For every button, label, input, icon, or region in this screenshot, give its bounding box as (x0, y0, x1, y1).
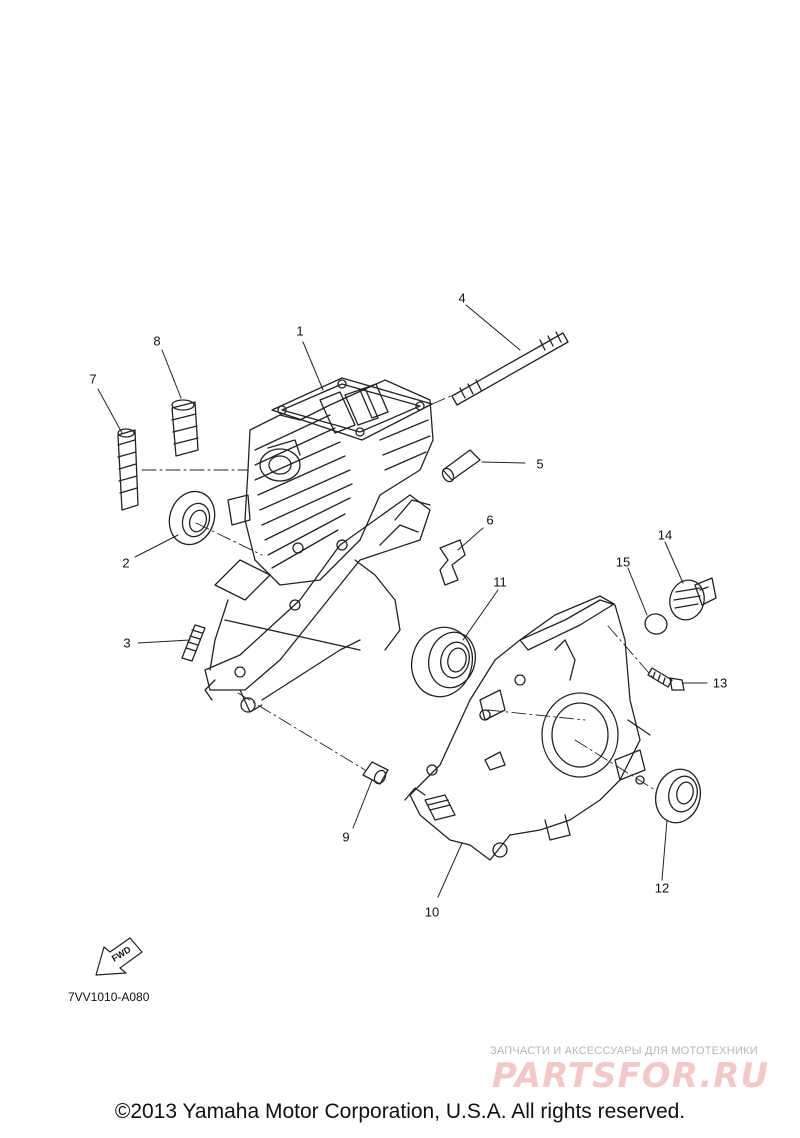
callout-1: 1 (296, 323, 304, 339)
callout-11: 11 (493, 574, 507, 590)
bolt-part-13 (647, 667, 685, 691)
leader-lines (97, 304, 708, 898)
callout-7: 7 (89, 371, 97, 387)
callout-2: 2 (122, 555, 130, 571)
watermark-logo: PARTSFOR.RU (492, 1056, 770, 1096)
callout-9: 9 (342, 829, 350, 845)
fwd-arrow-icon (95, 937, 143, 976)
damper-part-7 (117, 428, 139, 511)
callout-14: 14 (657, 527, 673, 543)
oil-seal-part-2 (168, 490, 216, 546)
callout-3: 3 (123, 635, 131, 651)
bracket-part-6 (439, 539, 466, 586)
callout-13: 13 (712, 675, 728, 691)
callout-15: 15 (615, 554, 631, 570)
watermark-subtitle: ЗАПЧАСТИ И АКСЕССУАРЫ ДЛЯ МОТОТЕХНИКИ (490, 1045, 758, 1057)
o-ring-part-15 (644, 613, 668, 635)
long-stud-part-4 (451, 331, 569, 406)
callout-5: 5 (536, 456, 544, 472)
callout-6: 6 (486, 512, 494, 528)
damper-part-8 (171, 399, 199, 457)
bearing-part-11 (410, 626, 477, 698)
oil-seal-part-12 (654, 768, 702, 824)
callout-10: 10 (424, 904, 440, 920)
callout-8: 8 (153, 333, 161, 349)
cylinder-block-part-1 (204, 377, 434, 713)
copyright-notice: ©2013 Yamaha Motor Corporation, U.S.A. A… (114, 1100, 686, 1123)
plug-part-14 (669, 577, 717, 621)
reference-code: 7VV1010-A080 (68, 990, 150, 1004)
callout-4: 4 (458, 290, 466, 306)
stud-bolt-part-3 (181, 624, 206, 662)
pin-part-5 (441, 449, 481, 483)
callout-12: 12 (654, 880, 670, 896)
crankcase-cover-part-10 (404, 595, 651, 861)
alignment-lines (141, 392, 656, 791)
dowel-part-9 (362, 761, 389, 785)
